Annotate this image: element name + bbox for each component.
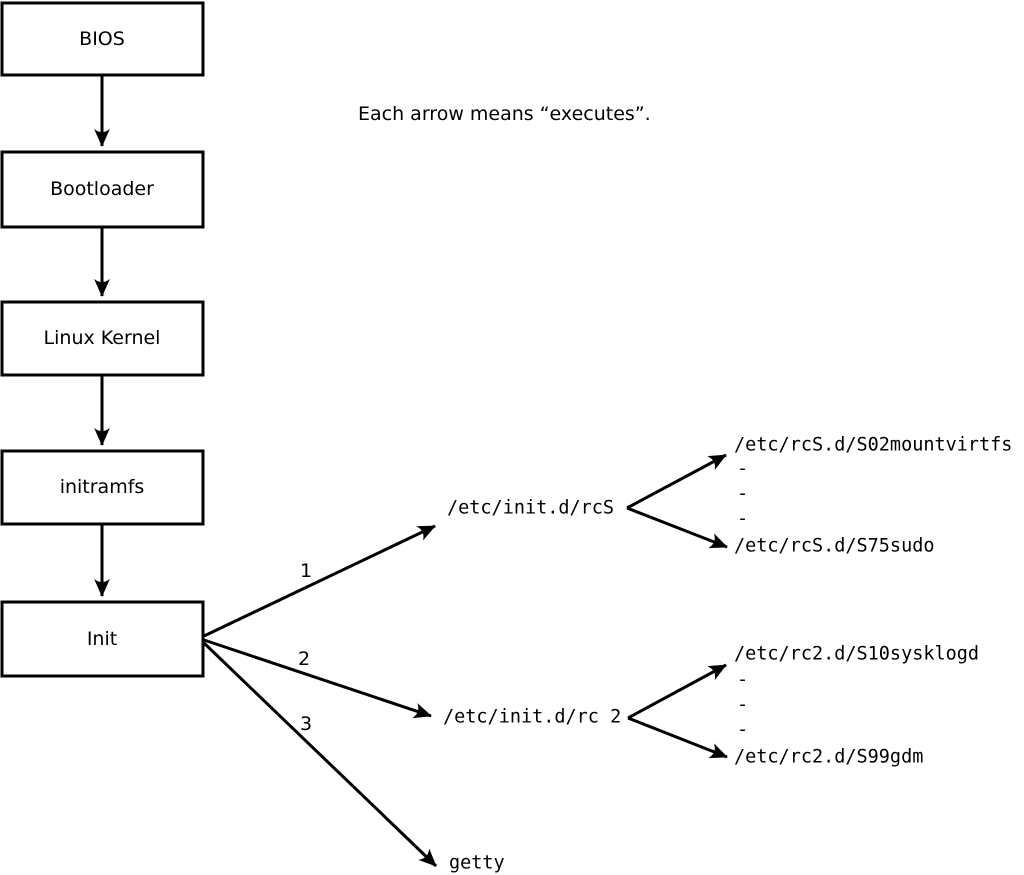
node-rcS-ellipsis-1: - xyxy=(737,459,748,480)
node-init-label: Init xyxy=(87,628,117,650)
node-bootloader-box xyxy=(0,150,205,229)
arrow-rc2-to-first xyxy=(627,663,727,720)
node-bootloader: Bootloader xyxy=(0,150,205,229)
node-bios: BIOS xyxy=(0,1,205,77)
arrow-init-to-getty xyxy=(202,641,438,868)
arrow-init-to-rcS xyxy=(203,524,436,638)
node-etc-init-d-rcS: /etc/init.d/rcS xyxy=(447,498,614,519)
node-init-box xyxy=(0,600,205,678)
branch-3-number: 3 xyxy=(300,713,312,735)
node-rcS-entry-first: /etc/rcS.d/S02mountvirtfs xyxy=(734,435,1012,456)
node-initramfs-label: initramfs xyxy=(60,476,145,498)
node-rc2-ellipsis-1: - xyxy=(737,670,748,691)
node-rc2-ellipsis-3: - xyxy=(737,720,748,741)
node-etc-init-d-rc2: /etc/init.d/rc 2 xyxy=(443,707,621,728)
node-linux-kernel: Linux Kernel xyxy=(0,300,205,377)
node-initramfs: initramfs xyxy=(0,449,205,526)
node-rcS-ellipsis-3: - xyxy=(737,509,748,530)
node-bios-box xyxy=(0,1,205,77)
arrow-init-to-rc2 xyxy=(203,638,432,719)
arrow-rcS-to-first xyxy=(626,453,727,510)
node-rcS-ellipsis-2: - xyxy=(737,484,748,505)
node-rcS-entry-last: /etc/rcS.d/S75sudo xyxy=(734,536,934,557)
node-getty: getty xyxy=(449,853,505,874)
node-rc2-entry-first: /etc/rc2.d/S10sysklogd xyxy=(734,644,979,665)
note-text: Each arrow means “executes”. xyxy=(358,103,651,125)
node-linux-kernel-label: Linux Kernel xyxy=(44,327,161,349)
branch-2-number: 2 xyxy=(298,648,310,670)
node-bios-label: BIOS xyxy=(79,28,125,50)
arrow-rc2-to-last xyxy=(627,716,728,759)
branch-1-number: 1 xyxy=(300,560,312,582)
node-rc2-entry-last: /etc/rc2.d/S99gdm xyxy=(734,747,923,768)
arrow-rcS-to-last xyxy=(626,506,728,549)
node-rc2-ellipsis-2: - xyxy=(737,695,748,716)
node-bootloader-label: Bootloader xyxy=(50,178,154,200)
node-init: Init xyxy=(0,600,205,678)
node-linux-kernel-box xyxy=(0,300,205,377)
